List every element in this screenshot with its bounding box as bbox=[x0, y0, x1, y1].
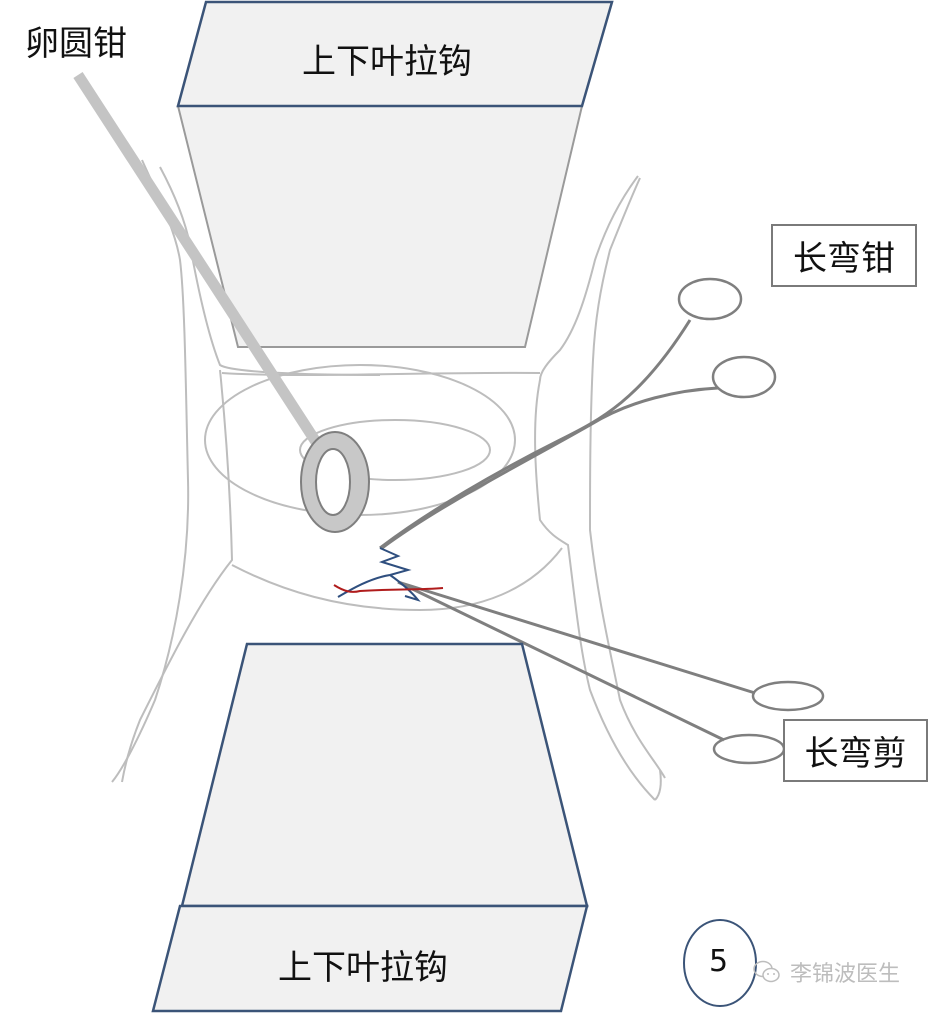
forceps-arm-upper bbox=[379, 319, 692, 550]
step-number-circle bbox=[683, 919, 757, 1007]
long-curved-forceps-text: 长弯钳 bbox=[793, 239, 895, 279]
scissors-blade-lower bbox=[397, 580, 725, 742]
bottom-retractor-label: 上下叶拉钩 bbox=[278, 948, 448, 988]
suture-blue bbox=[337, 547, 421, 602]
suture-red bbox=[333, 584, 444, 593]
suture bbox=[333, 547, 444, 602]
top-retractor-blade bbox=[176, 105, 584, 348]
watermark: 李锦波医生 bbox=[752, 956, 900, 988]
left-outer-wall bbox=[111, 159, 190, 783]
sponge-forceps bbox=[73, 72, 370, 533]
long-curved-scissors-label: 长弯剪 bbox=[783, 719, 928, 782]
scissors-blade-upper bbox=[397, 580, 756, 695]
sponge-forceps-label: 卵圆钳 bbox=[25, 24, 127, 64]
top-retractor-label: 上下叶拉钩 bbox=[302, 42, 472, 82]
step-number: 5 bbox=[709, 944, 729, 979]
long-curved-forceps-label: 长弯钳 bbox=[771, 224, 917, 287]
bottom-retractor bbox=[151, 642, 589, 1013]
forceps-arm-lower bbox=[381, 386, 719, 550]
left-lower-wall bbox=[121, 369, 234, 783]
forceps-ring-lower bbox=[711, 355, 777, 399]
top-retractor-handle bbox=[176, 0, 614, 108]
sponge-forceps-shaft bbox=[73, 72, 323, 448]
sponge-forceps-ring-hole bbox=[315, 448, 351, 516]
long-curved-scissors bbox=[397, 580, 825, 765]
right-wall-tip bbox=[654, 769, 662, 801]
long-curved-scissors-text: 长弯剪 bbox=[804, 734, 907, 774]
bottom-retractor-handle bbox=[151, 904, 589, 1013]
watermark-text: 李锦波医生 bbox=[790, 962, 901, 987]
forceps-ring-upper bbox=[677, 277, 743, 321]
right-outer-wall bbox=[588, 177, 666, 779]
left-inner-wall bbox=[159, 166, 381, 376]
tissue-outlines bbox=[111, 159, 666, 801]
upper-transverse bbox=[221, 371, 541, 377]
cervical-os-ellipse bbox=[299, 419, 491, 481]
right-inner-wall bbox=[534, 175, 656, 801]
lower-transverse bbox=[231, 547, 563, 612]
scissors-ring-lower bbox=[712, 733, 786, 765]
wechat-icon bbox=[753, 960, 780, 983]
long-curved-forceps bbox=[379, 277, 777, 550]
scissors-ring-upper bbox=[751, 680, 825, 712]
top-retractor bbox=[176, 0, 614, 348]
bottom-retractor-blade bbox=[180, 642, 589, 908]
